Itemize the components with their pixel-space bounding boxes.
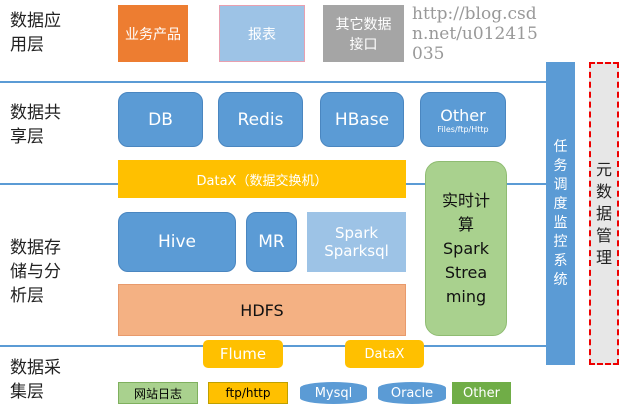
layer-divider (0, 81, 546, 83)
metadata-box: 元数据管理 (589, 62, 619, 365)
watermark: http://blog.csdn.net/u012415035 (412, 4, 538, 64)
realtime-en: Spark Streaming (443, 238, 489, 306)
hive-box: Hive (118, 212, 236, 272)
report-box: 报表 (219, 5, 305, 62)
flume-box: Flume (203, 340, 283, 368)
oracle-db-icon: Oracle (378, 382, 446, 404)
hbase-box: HBase (320, 92, 404, 147)
mr-box: MR (246, 212, 297, 272)
spark-sql-box: Spark Sparksql (307, 212, 406, 272)
realtime-compute-box: 实时计算 Spark Streaming (425, 161, 507, 336)
redis-box: Redis (218, 92, 303, 147)
business-product-box: 业务产品 (118, 5, 188, 62)
datax-exchange-bar: DataX（数据交换机） (118, 160, 406, 198)
other-shared-box: Other Files/ftp/Http (420, 92, 506, 147)
ftp-http-source: ftp/http (208, 382, 288, 404)
other-source: Other (452, 382, 511, 404)
layer-label-storage: 数据存储与分析层 (10, 238, 61, 306)
realtime-cn: 实时计算 (441, 190, 490, 234)
weblog-source: 网站日志 (118, 382, 198, 404)
layer-label-collect: 数据采集层 (10, 358, 61, 402)
other-data-interface-box: 其它数据接口 (323, 5, 404, 62)
other-title: Other (440, 105, 486, 125)
scheduler-bar: 任务调度监控系统 (546, 62, 575, 365)
hdfs-box: HDFS (118, 284, 406, 336)
datax-collect-box: DataX (345, 340, 424, 368)
db-box: DB (118, 92, 203, 147)
mysql-db-icon: Mysql (300, 382, 367, 404)
layer-label-app: 数据应用层 (10, 11, 61, 55)
layer-label-shared: 数据共享层 (10, 103, 61, 147)
other-subtitle: Files/ftp/Http (437, 124, 489, 134)
